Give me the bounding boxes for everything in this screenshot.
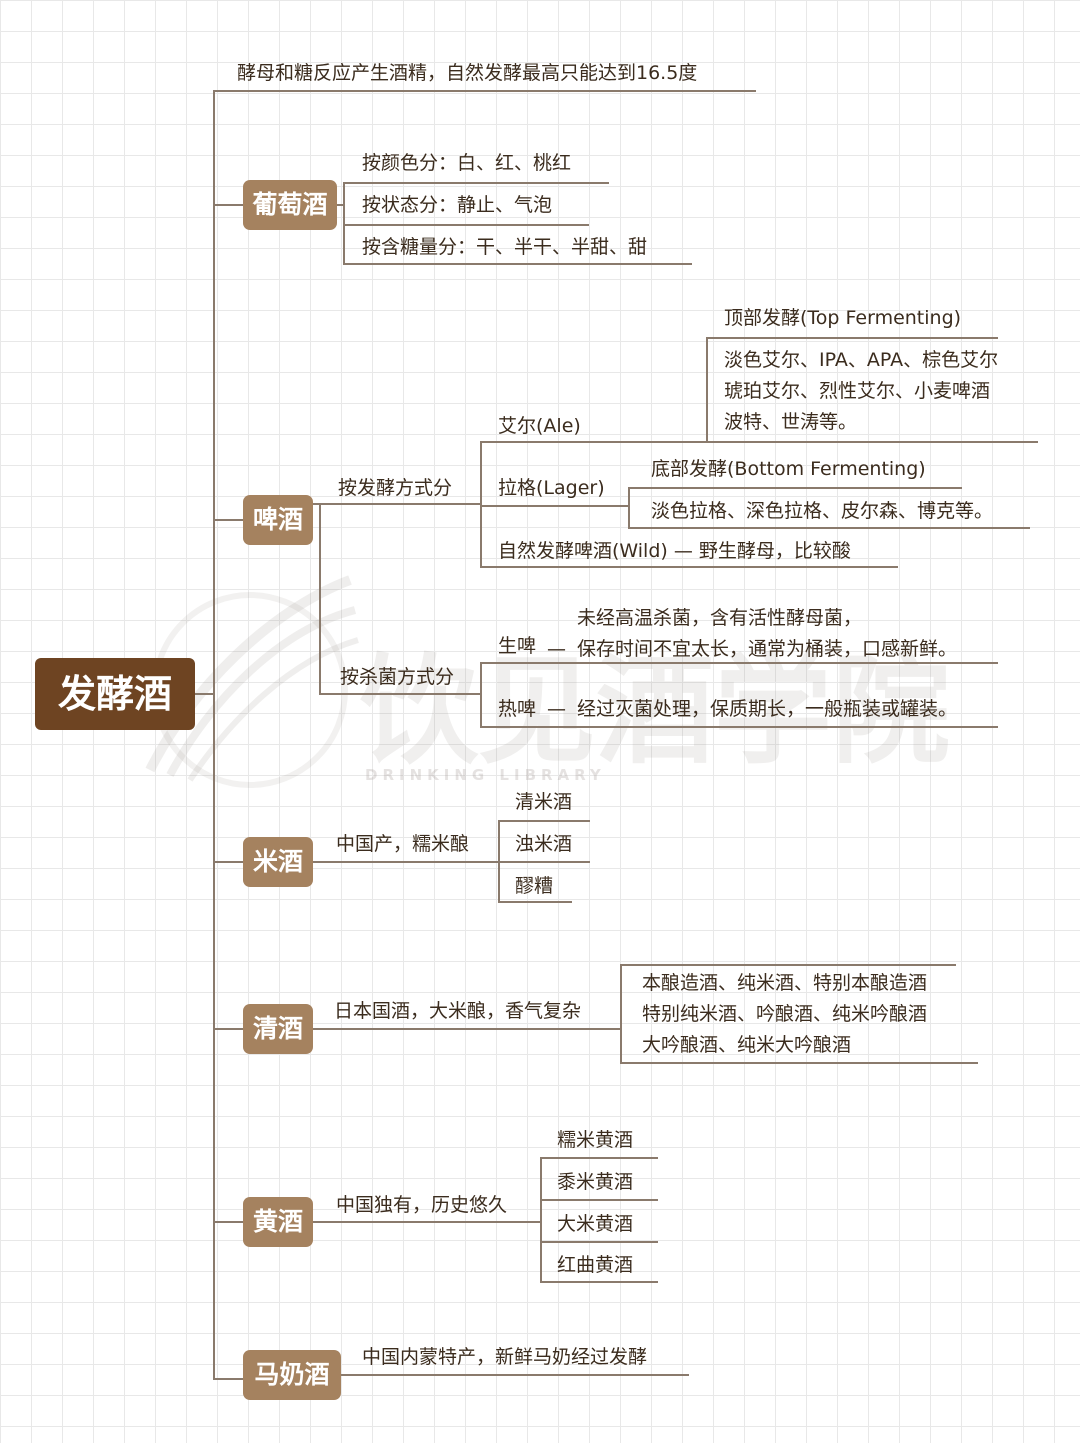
beer-bottom-fermenting: 底部发酵(Bottom Fermenting) [651,458,926,480]
sake-item: 本酿造酒、纯米酒、特别本酿造酒 [642,972,928,994]
intro-text: 酵母和糖反应产生酒精，自然发酵最高只能达到16.5度 [237,62,698,84]
beer-raw-desc: 保存时间不宜太长，通常为桶装，口感新鲜。 [577,638,958,660]
beer-wild: 自然发酵啤酒(Wild) — 野生酵母，比较酸 [498,540,851,562]
root-node: 发酵酒 [35,658,195,730]
huangjiu-item: 糯米黄酒 [557,1129,634,1151]
beer-cooked-desc: 经过灭菌处理，保质期长，一般瓶装或罐装。 [577,698,958,720]
wine-state-item: 按状态分：静止、气泡 [362,194,553,216]
huangjiu-node: 黄酒 [243,1197,313,1247]
sake-item: 大吟酿酒、纯米大吟酿酒 [642,1034,852,1056]
wine-color-item: 按颜色分：白、红、桃红 [362,152,572,174]
beer-cooked-dash: — [547,698,566,720]
watermark-subtext: DRINKING LIBRARY [365,766,606,784]
beer-ale: 艾尔(Ale) [498,415,581,437]
rice-wine-item: 清米酒 [515,791,573,813]
sake-desc: 日本国酒，大米酿，香气复杂 [334,1000,582,1022]
beer-ale-types: 琥珀艾尔、烈性艾尔、小麦啤酒 [724,380,991,402]
sake-item: 特别纯米酒、吟酿酒、纯米吟酿酒 [642,1003,928,1025]
beer-raw-desc: 未经高温杀菌，含有活性酵母菌， [577,607,863,629]
beer-node: 啤酒 [243,495,313,545]
watermark-text: 饮见酒学院 [360,642,951,780]
huangjiu-item: 黍米黄酒 [557,1171,634,1193]
beer-sterilization-method: 按杀菌方式分 [340,666,455,688]
rice-wine-item: 浊米酒 [515,833,573,855]
beer-raw-label: 生啤 [498,635,537,657]
beer-ale-types: 波特、世涛等。 [724,411,858,433]
huangjiu-desc: 中国独有，历史悠久 [336,1194,508,1216]
beer-fermentation-method: 按发酵方式分 [338,477,453,499]
beer-cooked-label: 热啤 [498,698,537,720]
sake-node: 清酒 [243,1004,313,1054]
beer-raw-dash: — [547,638,566,660]
wine-sugar-item: 按含糖量分：干、半干、半甜、甜 [362,236,648,258]
beer-lager-types: 淡色拉格、深色拉格、皮尔森、博克等。 [651,500,994,522]
kumis-desc: 中国内蒙特产，新鲜马奶经过发酵 [362,1346,648,1368]
beer-top-fermenting: 顶部发酵(Top Fermenting) [724,307,962,329]
wine-node: 葡萄酒 [243,180,337,230]
beer-lager: 拉格(Lager) [498,477,605,499]
rice-wine-node: 米酒 [243,837,313,887]
rice-wine-item: 醪糟 [515,875,554,897]
huangjiu-item: 大米黄酒 [557,1213,634,1235]
rice-wine-desc: 中国产，糯米酿 [336,833,470,855]
beer-ale-types: 淡色艾尔、IPA、APA、棕色艾尔 [724,349,999,371]
huangjiu-item: 红曲黄酒 [557,1254,634,1276]
kumis-node: 马奶酒 [243,1350,341,1400]
